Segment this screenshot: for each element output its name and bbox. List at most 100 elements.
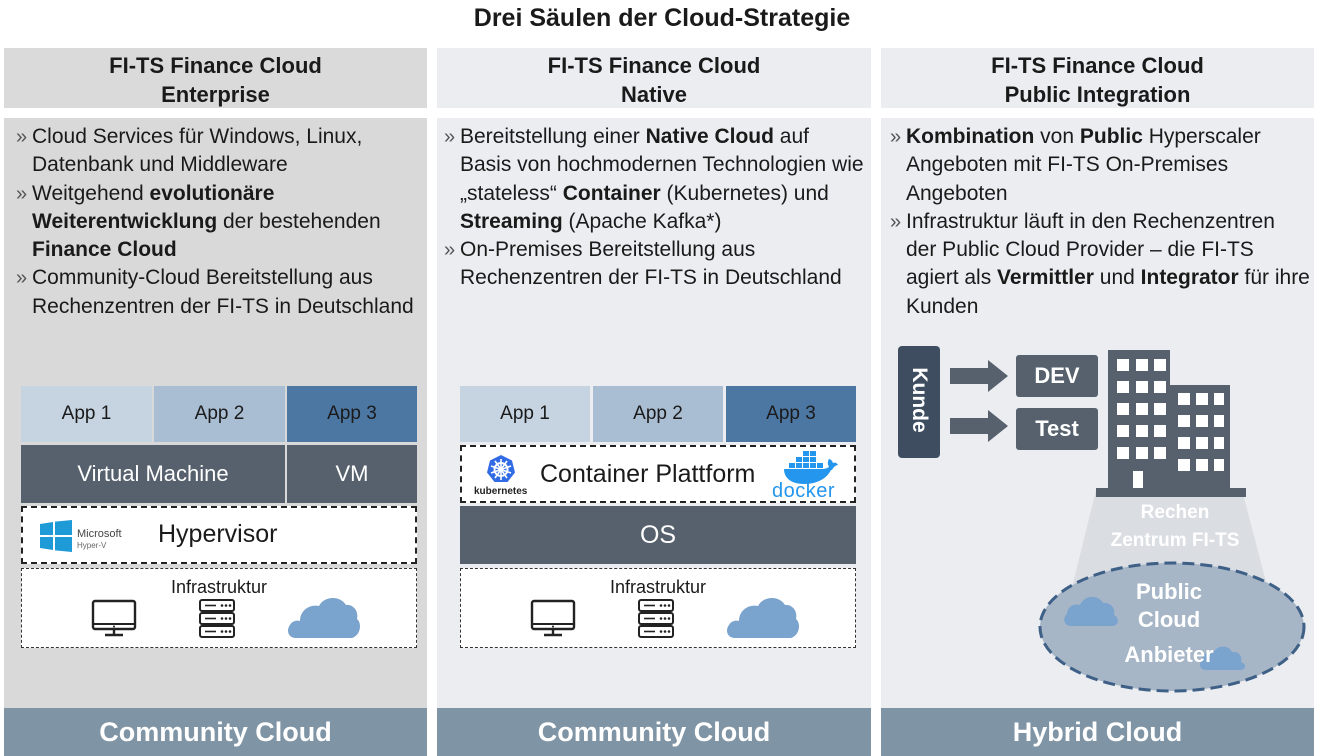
dev-box: DEV <box>1016 355 1098 397</box>
arrow-right-icon <box>950 410 1008 442</box>
bullet-item: »Cloud Services für Windows, Linux, Date… <box>16 123 418 180</box>
bullet-item: »Kombination von Public Hyperscaler Ange… <box>890 123 1310 208</box>
os-label: OS <box>639 520 677 549</box>
header-line2: Native <box>620 82 688 107</box>
bullet-text: On-Premises Bereitstellung aus Rechenzen… <box>460 238 842 290</box>
bullet-item: »Bereitstellung einer Native Cloud auf B… <box>444 123 864 236</box>
infrastructure-label: Infrastruktur <box>609 577 707 597</box>
bullets-public: »Kombination von Public Hyperscaler Ange… <box>890 123 1310 321</box>
test-label: Test <box>1035 416 1079 441</box>
infrastructure-label: Infrastruktur <box>170 577 268 597</box>
column-native-header: FI-TS Finance Cloud Native <box>437 48 871 108</box>
bullet-marker: » <box>444 239 456 262</box>
container-platform-label: Container Plattform <box>540 460 756 488</box>
header-line1: FI-TS Finance Cloud <box>991 53 1204 78</box>
dev-label: DEV <box>1034 363 1080 388</box>
bullet-marker: » <box>890 210 902 233</box>
bullet-text-bold: Integrator <box>1140 266 1239 290</box>
footer-community-cloud: Community Cloud <box>4 708 427 756</box>
bullet-marker: » <box>890 126 902 148</box>
bullet-item: »Weitgehend evolutionäre Weiterentwicklu… <box>16 180 418 265</box>
kunde-box <box>898 346 940 458</box>
public-cloud-label-line2: Cloud <box>1137 607 1201 632</box>
test-box: Test <box>1016 408 1098 450</box>
app-1-label: App 1 <box>500 403 550 424</box>
bullets-native: »Bereitstellung einer Native Cloud auf B… <box>444 123 864 293</box>
app-1-block: App 1 <box>460 386 590 442</box>
kubernetes-logo-icon <box>487 455 515 482</box>
header-line2: Public Integration <box>1004 82 1191 107</box>
public-cloud-label-line1: Public <box>1135 579 1202 604</box>
public-cloud-label-line3: Anbieter <box>1124 642 1214 667</box>
bullet-text: (Kubernetes) und <box>660 181 829 205</box>
bullet-text: Cloud Services für Windows, Linux, Daten… <box>32 125 363 177</box>
docker-logo-icon <box>784 451 838 484</box>
bullet-text: auf Basis von hochmodernen Technologien … <box>460 125 864 205</box>
bullet-marker: » <box>16 267 28 290</box>
bullet-text-bold: Finance Cloud <box>32 238 177 262</box>
bullet-text-bold: Streaming <box>460 209 563 233</box>
cloud-icon <box>288 597 360 638</box>
app-3-label: App 3 <box>327 403 377 424</box>
app-2-label: App 2 <box>633 403 683 424</box>
kunde-label: Kunde <box>908 367 931 433</box>
bullet-text-bold: Native Cloud <box>645 125 774 148</box>
virtual-machine-label: Virtual Machine <box>77 461 229 486</box>
bullet-marker: » <box>444 126 456 148</box>
app-2-label: App 2 <box>194 403 245 424</box>
app-1-block: App 1 <box>21 386 152 442</box>
rz-label-line2: Zentrum FI-TS <box>1110 530 1240 551</box>
bullets-enterprise: »Cloud Services für Windows, Linux, Date… <box>16 123 418 321</box>
bullet-text-bold: Container <box>562 181 661 205</box>
app-3-block: App 3 <box>726 386 856 442</box>
app-3-label: App 3 <box>766 403 816 424</box>
bullet-text: Infrastruktur läuft in den Rechenzentren… <box>906 209 1275 290</box>
monitor-icon <box>530 599 576 637</box>
column-enterprise-header: FI-TS Finance Cloud Enterprise <box>4 48 427 108</box>
bullet-text: für ihre Kunden <box>906 266 1310 318</box>
bullet-text: von <box>1034 125 1080 148</box>
bullet-item: »Community-Cloud Bereitstellung aus Rech… <box>16 264 418 321</box>
header-line1: FI-TS Finance Cloud <box>547 53 761 78</box>
bullet-item: »Infrastruktur läuft in den Rechenzentre… <box>890 208 1310 321</box>
bullet-text: Weitgehend <box>32 181 150 205</box>
bullet-text: Bereitstellung einer <box>460 125 646 148</box>
rz-label-line1: Rechen <box>1140 502 1210 523</box>
hypervisor-block <box>21 506 417 564</box>
bullet-marker: » <box>16 182 28 205</box>
bullet-text-bold: Vermittler <box>997 266 1094 290</box>
monitor-icon <box>91 599 137 637</box>
app-1-label: App 1 <box>61 403 112 424</box>
bullet-text: Community-Cloud Bereitstellung aus Reche… <box>32 266 414 318</box>
column-public-header: FI-TS Finance Cloud Public Integration <box>881 48 1314 108</box>
server-icon <box>199 599 235 638</box>
bullet-text-bold: evolutionäre Weiterentwicklung <box>32 181 275 233</box>
bullet-text: (Apache Kafka*) <box>562 209 722 233</box>
bullet-marker: » <box>16 126 28 148</box>
windows-logo-icon <box>40 520 72 552</box>
bullet-text-bold: Public <box>1079 125 1143 148</box>
bullet-text: der bestehenden <box>217 209 381 233</box>
server-icon <box>638 599 674 638</box>
app-2-block: App 2 <box>154 386 285 442</box>
docker-label: docker <box>772 480 836 502</box>
hyper-v-label: Hyper-V <box>77 541 107 550</box>
app-3-block: App 3 <box>287 386 417 442</box>
cloud-icon <box>727 597 799 638</box>
bullet-text: und <box>1093 266 1141 290</box>
app-2-block: App 2 <box>593 386 723 442</box>
building-icon <box>1096 350 1246 497</box>
footer-hybrid-cloud: Hybrid Cloud <box>881 708 1314 756</box>
footer-community-cloud: Community Cloud <box>437 708 871 756</box>
vm-label: VM <box>335 461 369 486</box>
virtual-machine-block: Virtual Machine <box>21 445 285 503</box>
page-title: Drei Säulen der Cloud-Strategie <box>473 4 851 32</box>
bullet-text: Hyperscaler Angeboten mit FI-TS On-Premi… <box>906 125 1261 205</box>
arrow-right-icon <box>950 360 1008 392</box>
os-block: OS <box>460 506 856 564</box>
vm-block: VM <box>287 445 417 503</box>
header-line1: FI-TS Finance Cloud <box>109 53 322 78</box>
bullet-text-bold: Kombination <box>906 125 1035 148</box>
public-cloud-ellipse <box>1038 561 1306 693</box>
header-line2: Enterprise <box>161 82 270 107</box>
